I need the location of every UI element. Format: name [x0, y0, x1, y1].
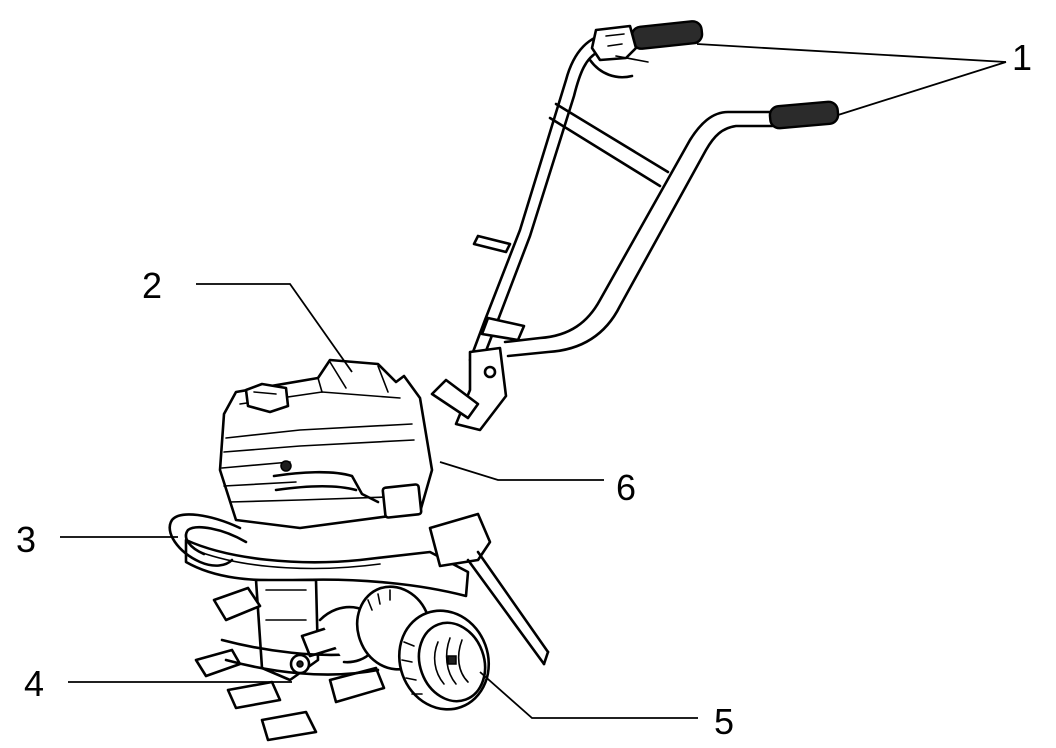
cable-clip — [472, 234, 512, 254]
right-grip — [768, 100, 840, 130]
callout-5: 5 — [714, 701, 734, 742]
leader-lines — [60, 43, 1007, 719]
handlebar — [430, 20, 840, 432]
callout-6: 6 — [616, 467, 636, 508]
callout-2: 2 — [142, 265, 162, 306]
leader-line-6 — [439, 461, 604, 481]
leader-line-1b — [837, 61, 1007, 116]
switch-box — [590, 24, 638, 62]
leader-line-5 — [479, 671, 698, 719]
callout-4: 4 — [24, 663, 44, 704]
callout-labels: 1 2 3 4 5 6 — [16, 37, 1032, 742]
battery-pack — [218, 358, 434, 530]
leader-line-2 — [196, 283, 353, 373]
left-grip — [630, 20, 704, 50]
leader-line-1a — [696, 43, 1007, 63]
callout-1: 1 — [1012, 37, 1032, 78]
wheels — [355, 585, 491, 711]
callout-3: 3 — [16, 519, 36, 560]
front-handle — [168, 513, 242, 567]
